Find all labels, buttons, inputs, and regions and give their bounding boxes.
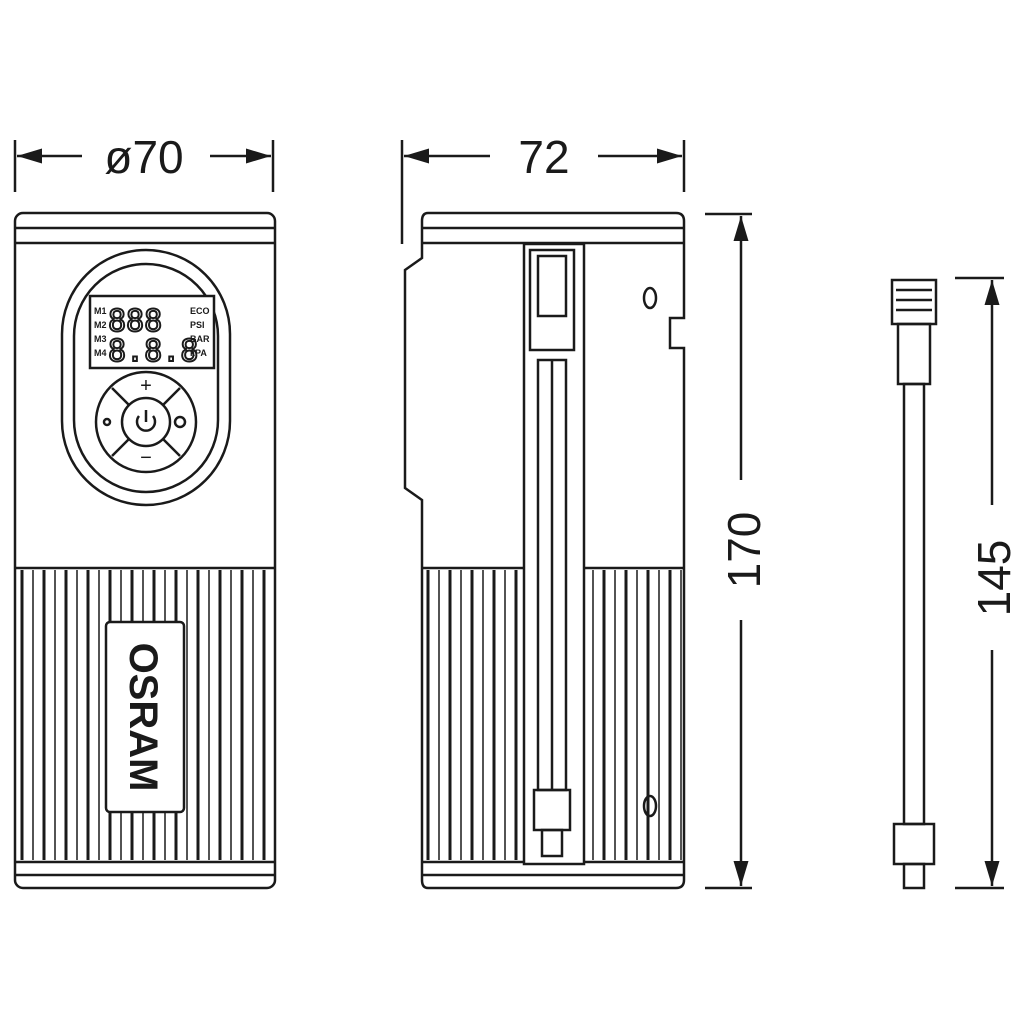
lcd-unit-eco: ECO [190, 306, 210, 316]
mode-icon [173, 415, 187, 429]
minus-button[interactable]: − [140, 447, 152, 469]
dimension-diameter: ø70 [13, 131, 275, 192]
hose-accessory [890, 278, 938, 890]
lcd-digits-top: 888 [108, 304, 162, 339]
lcd-mode-3: M3 [94, 334, 107, 344]
diameter-label: ø70 [104, 131, 183, 183]
power-icon [135, 410, 157, 432]
dimension-hose-length: 145 [955, 276, 1020, 890]
light-icon [102, 417, 112, 427]
height-label: 170 [718, 512, 770, 589]
hose-length-label: 145 [968, 540, 1020, 617]
lcd-unit-kpa: kPA [190, 348, 207, 358]
plus-button[interactable]: + [140, 375, 152, 397]
lcd-unit-psi: PSI [190, 320, 205, 330]
front-view: 888 8.8.8 M1 M2 M3 M4 ECO PSI BAR kPA + … [13, 211, 277, 890]
osram-logo: OSRAM [121, 643, 165, 792]
lcd-digits-bottom: 8.8.8 [108, 334, 198, 369]
depth-label: 72 [518, 131, 569, 183]
control-pad[interactable]: + − [94, 370, 198, 474]
dimension-height: 170 [705, 212, 770, 890]
dimension-depth: 72 [400, 131, 686, 244]
lcd-mode-4: M4 [94, 348, 107, 358]
side-view [403, 211, 686, 890]
lcd-display: 888 8.8.8 M1 M2 M3 M4 ECO PSI BAR kPA [88, 294, 216, 370]
lcd-unit-bar: BAR [190, 334, 210, 344]
lcd-mode-1: M1 [94, 306, 107, 316]
lcd-mode-2: M2 [94, 320, 107, 330]
